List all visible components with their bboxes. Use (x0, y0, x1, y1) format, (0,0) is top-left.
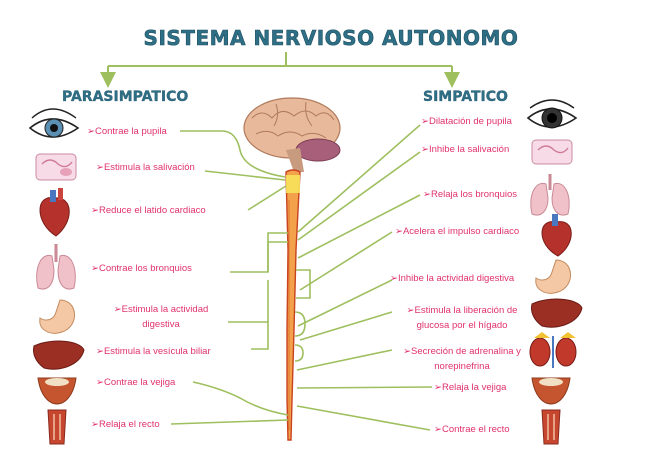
arrow-icon: ➢ (87, 126, 95, 137)
parasimpatico-item: ➢Estimula la vesícula biliar (96, 346, 211, 357)
left-rectum-icon (47, 409, 67, 445)
simpatico-item: ➢Inhibe la actividad digestiva (390, 273, 515, 284)
arrow-icon: ➢ (423, 189, 431, 200)
arrow-icon: ➢ (403, 346, 412, 357)
right-liver-icon (531, 298, 583, 328)
parasimpatico-connectors (170, 130, 289, 425)
right-heart-icon (541, 214, 572, 257)
parasimpatico-item: ➢Contrae la pupila (87, 126, 167, 137)
left-lungs-icon (36, 244, 76, 290)
diagram-title: SISTEMA NERVIOSO AUTONOMO (143, 26, 519, 51)
arrow-icon: ➢ (390, 273, 398, 284)
left-liver-icon (33, 340, 85, 370)
left-stomach-icon (39, 299, 75, 334)
simpatico-connectors (294, 124, 433, 431)
arrow-icon: ➢ (96, 346, 104, 357)
left-salivary-gland-icon (35, 153, 77, 181)
left-bladder-icon (37, 377, 77, 405)
simpatico-item: ➢Acelera el impulso cardiaco (395, 226, 520, 237)
parasimpatico-item: ➢Estimula la actividad digestiva (113, 304, 209, 330)
simpatico-item: ➢Dilatación de pupila (421, 116, 512, 127)
arrow-icon: ➢ (395, 226, 403, 237)
simpatico-item: ➢Contrae el recto (434, 424, 510, 435)
parasimpatico-item: ➢Estimula la salivación (96, 162, 195, 173)
right-eye-icon (526, 99, 578, 129)
parasimpatico-title: PARASIMPATICO (62, 89, 189, 105)
arrow-icon: ➢ (434, 382, 442, 393)
top-bracket (100, 52, 460, 88)
left-heart-icon (39, 188, 70, 237)
brain-icon (243, 97, 341, 172)
arrow-icon: ➢ (91, 419, 99, 430)
simpatico-item: ➢Relaja los bronquios (423, 189, 518, 200)
arrow-icon: ➢ (421, 144, 429, 155)
right-lungs-icon (530, 174, 570, 216)
arrow-icon: ➢ (406, 305, 415, 316)
arrow-icon: ➢ (421, 116, 429, 127)
parasimpatico-item: ➢Contrae la vejiga (96, 377, 176, 388)
left-eye-icon (28, 108, 80, 138)
arrow-icon: ➢ (96, 162, 104, 173)
parasimpatico-item: ➢Relaja el recto (91, 419, 160, 430)
spinal-cord (285, 169, 301, 441)
parasimpatico-item: ➢Reduce el latido cardiaco (91, 205, 206, 216)
simpatico-item: ➢Inhibe la salivación (421, 144, 510, 155)
parasimpatico-item: ➢Contrae los bronquios (91, 263, 192, 274)
simpatico-title: SIMPATICO (423, 89, 508, 105)
right-salivary-gland-icon (531, 139, 573, 165)
simpatico-item: ➢Estimula la liberación de glucosa por e… (406, 305, 518, 331)
arrow-icon: ➢ (113, 304, 122, 315)
right-rectum-icon (541, 409, 561, 445)
right-kidneys-adrenal-icon (529, 332, 577, 368)
simpatico-item: ➢Secreción de adrenalina y norepinefrina (403, 346, 521, 372)
arrow-icon: ➢ (91, 205, 99, 216)
simpatico-item: ➢Relaja la vejiga (434, 382, 507, 393)
right-stomach-icon (535, 259, 571, 294)
arrow-icon: ➢ (96, 377, 104, 388)
right-bladder-icon (531, 377, 571, 405)
arrow-icon: ➢ (91, 263, 99, 274)
arrow-icon: ➢ (434, 424, 442, 435)
